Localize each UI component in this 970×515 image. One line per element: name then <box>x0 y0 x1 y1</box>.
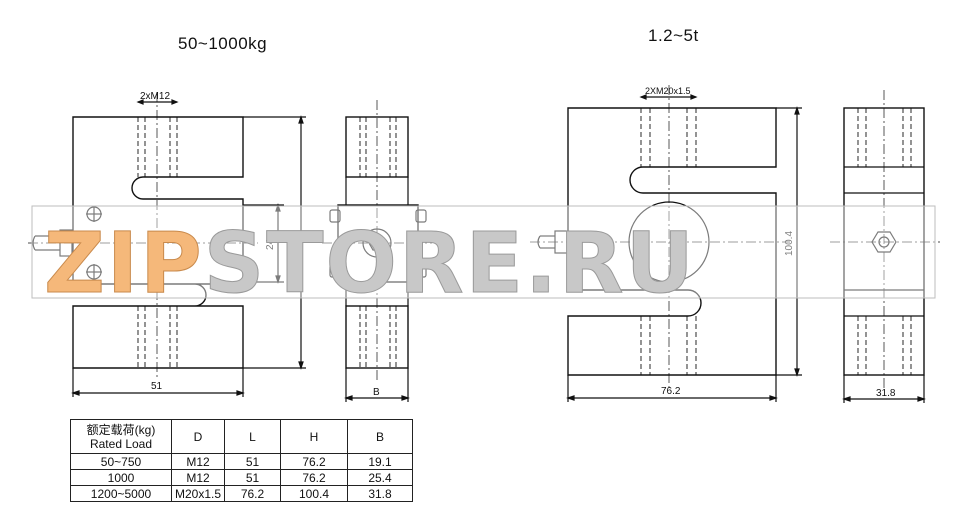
left-side-label: B <box>373 387 380 398</box>
left-thread-label: 2xM12 <box>140 91 170 102</box>
header-b: B <box>347 419 413 454</box>
cell-h: 76.2 <box>280 453 348 470</box>
watermark: ZIPSTORE.RU <box>31 205 936 313</box>
spec-table: 额定载荷(kg) Rated Load D L H B 50~750 M12 5… <box>70 419 413 502</box>
cell-h: 76.2 <box>280 469 348 486</box>
cell-l: 51 <box>224 453 281 470</box>
left-front-view <box>28 92 306 397</box>
cell-b: 25.4 <box>347 469 413 486</box>
cell-b: 19.1 <box>347 453 413 470</box>
left-width-label: 51 <box>151 381 163 392</box>
right-height-label: 100.4 <box>784 231 795 256</box>
left-gap-label: 24 <box>265 238 276 250</box>
left-height-label: 76.2 <box>288 233 299 253</box>
right-front-view <box>530 85 802 402</box>
header-h: H <box>280 419 348 454</box>
header-load-en: Rated Load <box>89 436 153 451</box>
watermark-store: STORE.RU <box>204 214 696 312</box>
cell-b: 31.8 <box>347 485 413 502</box>
cell-d: M12 <box>171 453 225 470</box>
header-load-cn: 额定载荷(kg) <box>86 422 156 437</box>
table-row: 1200~5000 M20x1.5 76.2 100.4 31.8 <box>70 485 413 502</box>
watermark-text: ZIPSTORE.RU <box>44 214 696 312</box>
header-d: D <box>171 419 225 454</box>
left-side-view <box>322 100 432 402</box>
table-header-row: 额定载荷(kg) Rated Load D L H B <box>70 419 413 454</box>
right-side-view <box>830 90 940 403</box>
table-row: 1000 M12 51 76.2 25.4 <box>70 469 413 486</box>
cell-h: 100.4 <box>280 485 348 502</box>
right-width-label: 76.2 <box>661 386 681 397</box>
header-l: L <box>224 419 281 454</box>
title-left: 50~1000kg <box>178 34 268 53</box>
cell-l: 76.2 <box>224 485 281 502</box>
cell-l: 51 <box>224 469 281 486</box>
title-right: 1.2~5t <box>648 26 699 45</box>
table-row: 50~750 M12 51 76.2 19.1 <box>70 453 413 470</box>
cell-load: 50~750 <box>70 453 172 470</box>
cell-d: M20x1.5 <box>171 485 225 502</box>
cell-d: M12 <box>171 469 225 486</box>
watermark-zip: ZIP <box>44 214 204 312</box>
header-load: 额定载荷(kg) Rated Load <box>70 419 172 454</box>
cell-load: 1200~5000 <box>70 485 172 502</box>
cell-load: 1000 <box>70 469 172 486</box>
right-thread-label: 2XM20x1.5 <box>645 86 691 96</box>
right-side-label: 31.8 <box>876 388 896 399</box>
